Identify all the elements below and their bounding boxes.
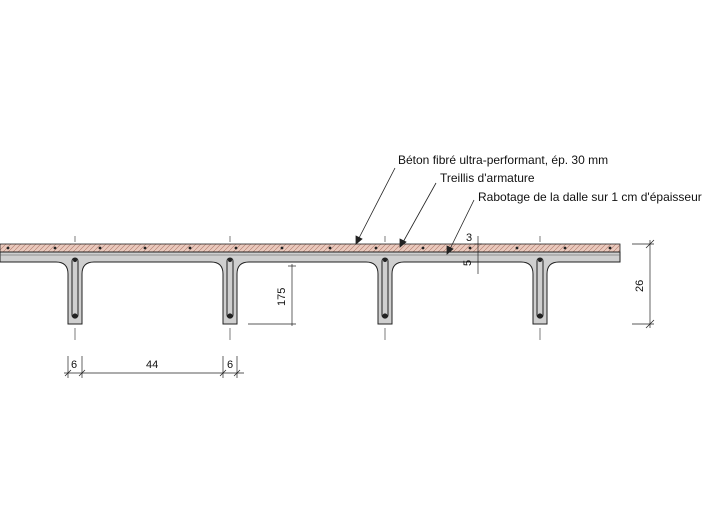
dim-rib-depth: 175 — [276, 288, 288, 306]
dim-total-height-lines — [632, 239, 655, 329]
dim-slab-thickness: 5 — [462, 260, 474, 266]
uhpfrc-layer — [0, 243, 621, 253]
mesh-dots — [6, 246, 612, 250]
dim-rib-spacing: 44 — [146, 359, 158, 371]
dim-rib-width-right: 6 — [227, 359, 233, 371]
label-planing: Rabotage de la dalle sur 1 cm d'épaisseu… — [478, 190, 702, 204]
rib-axis-ticks — [74, 236, 541, 340]
label-mesh: Treillis d'armature — [440, 171, 535, 185]
dim-layers — [474, 236, 482, 274]
dim-rib-depth-lines — [248, 264, 296, 326]
dim-bottom-lines — [64, 356, 244, 378]
label-concrete-layer: Béton fibré ultra-performant, ép. 30 mm — [398, 153, 608, 167]
rebar-bottom-dots — [72, 258, 543, 319]
dim-rib-width-left: 6 — [71, 359, 77, 371]
rib-rebars — [71, 257, 544, 319]
slab-ribbed-section — [0, 251, 621, 325]
dim-layer-thickness: 3 — [466, 232, 472, 244]
leader-lines — [355, 167, 475, 255]
dim-total-height: 26 — [634, 280, 646, 292]
